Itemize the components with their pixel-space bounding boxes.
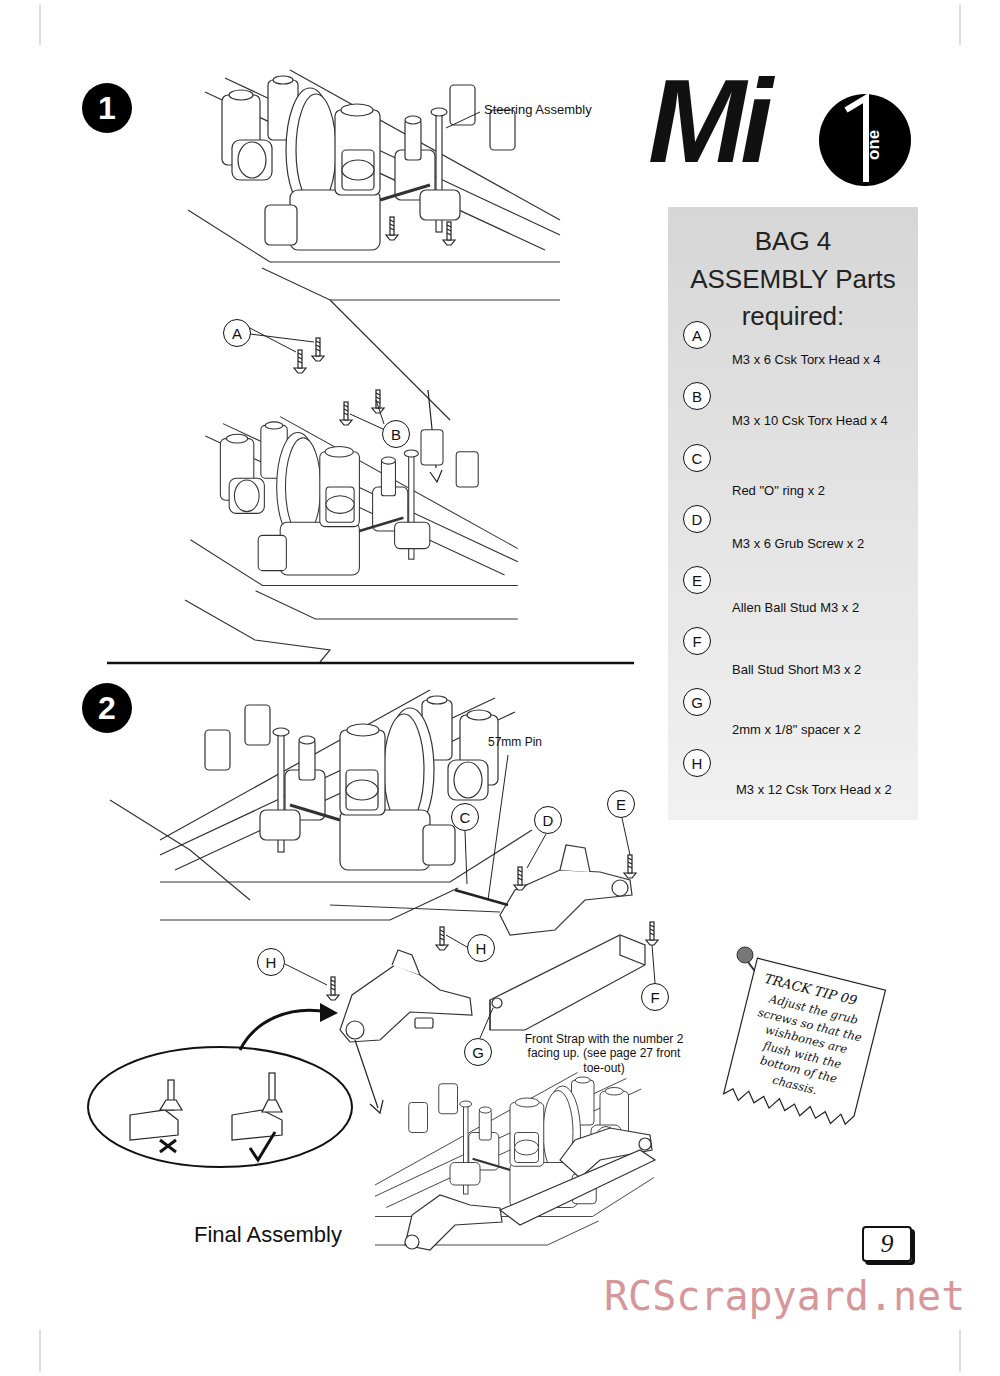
part-letter: F <box>683 627 711 655</box>
node-text: H <box>476 940 487 957</box>
node-text: F <box>692 633 701 650</box>
callout-letter: B <box>382 420 410 448</box>
part-description: Allen Ball Stud M3 x 2 <box>732 600 912 616</box>
node-text: A <box>692 327 702 344</box>
node-text: C <box>692 450 703 467</box>
part-description: M3 x 12 Csk Torx Head x 2 <box>736 782 916 798</box>
part-letter: B <box>683 382 711 410</box>
logo-text: Mi <box>648 62 848 180</box>
page-number: 9 <box>862 1226 912 1262</box>
part-letter: G <box>683 688 711 716</box>
node-text: D <box>543 812 554 829</box>
section-label: Final Assembly <box>194 1222 394 1248</box>
node-text: G <box>691 694 703 711</box>
part-letter: A <box>683 321 711 349</box>
node-text: G <box>472 1044 484 1061</box>
node-text: 2 <box>98 690 116 727</box>
part-letter: E <box>683 566 711 594</box>
part-name: Steering Assembly <box>484 102 604 118</box>
part-description: M3 x 10 Csk Torx Head x 4 <box>732 413 912 429</box>
callout-letter: F <box>641 983 669 1011</box>
callout-letter: H <box>467 934 495 962</box>
node-text: H <box>692 755 703 772</box>
callout-letter: G <box>464 1038 492 1066</box>
node-text: A <box>232 325 242 342</box>
node-text: E <box>616 796 626 813</box>
node-text: H <box>266 954 277 971</box>
assembly-note: Front Strap with the number 2 facing up.… <box>520 1032 688 1075</box>
track-tip-note: TRACK TIP 09Adjust the grub screws so th… <box>723 958 886 1130</box>
node-text: C <box>460 809 471 826</box>
node-text: B <box>692 388 702 405</box>
part-description: 2mm x 1/8" spacer x 2 <box>732 722 912 738</box>
callout-letter: A <box>223 319 251 347</box>
callout-letter: C <box>451 803 479 831</box>
part-description: M3 x 6 Csk Torx Head x 4 <box>732 352 912 368</box>
node-text: 9 <box>881 1231 894 1257</box>
node-text: F <box>650 989 659 1006</box>
callout-letter: E <box>607 790 635 818</box>
part-name: 57mm Pin <box>488 735 578 749</box>
step-number: 2 <box>82 683 132 733</box>
part-letter: D <box>683 505 711 533</box>
node-text: 1 <box>98 90 116 127</box>
part-letter: C <box>683 444 711 472</box>
part-description: Ball Stud Short M3 x 2 <box>732 662 912 678</box>
part-description: M3 x 6 Grub Screw x 2 <box>732 536 912 552</box>
callout-letter: H <box>257 948 285 976</box>
part-letter: H <box>683 749 711 777</box>
callout-letter: D <box>534 806 562 834</box>
logo-subtext: one <box>864 130 884 160</box>
watermark: RCScrapyard.net <box>604 1272 994 1320</box>
part-description: Red "O" ring x 2 <box>732 483 912 499</box>
node-text: D <box>692 511 703 528</box>
node-text: BAG 4 ASSEMBLY Parts required: <box>688 223 898 336</box>
node-text: E <box>692 572 702 589</box>
step-number: 1 <box>82 83 132 133</box>
node-text: B <box>391 426 401 443</box>
